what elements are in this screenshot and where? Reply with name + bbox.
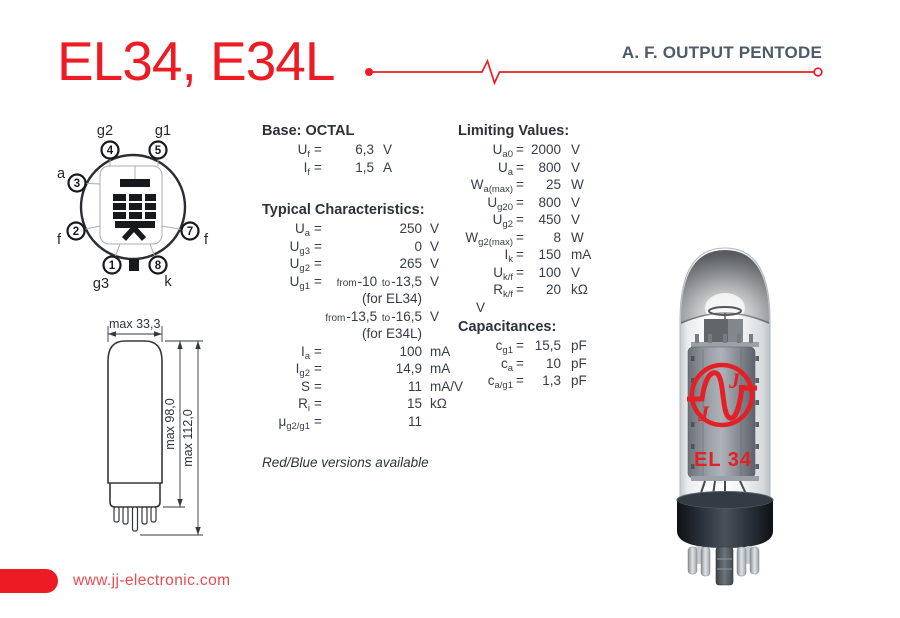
svg-text:4: 4 (107, 145, 114, 157)
svg-text:f: f (57, 232, 62, 248)
key-notch (129, 259, 139, 271)
spec-note-row: (for E34L) (361, 326, 422, 341)
octal-base (677, 500, 773, 548)
jj-logo: J J (687, 362, 757, 428)
plate-tabs (695, 334, 753, 343)
versions-note: Red/Blue versions available (262, 455, 429, 470)
base-rim (676, 491, 774, 509)
pulse-divider-line (365, 58, 823, 86)
logo-letter-j-bottom: J (697, 401, 710, 426)
line-end-ring (813, 67, 823, 77)
svg-text:k: k (164, 274, 172, 290)
getter-flash-dome (681, 250, 769, 324)
tube-type-subtitle: A. F. OUTPUT PENTODE (621, 43, 822, 62)
pulse-waveform-icon (369, 58, 814, 86)
pin-labels: g2 g1 a f f g3 k (57, 123, 209, 292)
svg-text:7: 7 (187, 226, 193, 238)
svg-text:g3: g3 (93, 276, 109, 292)
svg-text:5: 5 (155, 145, 162, 157)
page-title: EL34, E34L (57, 30, 335, 92)
base-heading: Base: OCTAL (262, 123, 355, 139)
typical-heading: Typical Characteristics: (262, 202, 425, 218)
svg-text:f: f (204, 232, 209, 248)
svg-text:g2: g2 (97, 123, 113, 139)
tube-internals-schematic (113, 179, 156, 271)
spec-stray-row: V (476, 299, 486, 315)
logo-letter-j-top: J (728, 368, 741, 393)
tube-print-label: EL 34 (694, 449, 752, 471)
dim-arrowheads (108, 331, 201, 535)
pinout-diagram: 4 5 3 2 7 1 8 g2 g1 a f f g3 k (57, 123, 209, 292)
svg-text:3: 3 (74, 178, 80, 190)
website-link[interactable]: www.jj-electronic.com (73, 572, 231, 589)
guide-key-pin (715, 546, 734, 586)
tube-photo: J J EL 34 (676, 247, 774, 586)
svg-text:2: 2 (73, 226, 79, 238)
svg-text:1: 1 (109, 260, 116, 272)
spec-note-row: (for EL34) (361, 291, 422, 306)
pins (687, 546, 760, 577)
svg-text:8: 8 (155, 260, 162, 272)
pin-circles (66, 140, 200, 275)
pin-numbers: 4 5 3 2 7 1 8 (73, 145, 193, 272)
dimension-drawing: max 33,3 max 98,0 max 112,0 (107, 317, 203, 536)
spec-row: μg2/g1=11 (278, 413, 422, 432)
svg-text:a: a (57, 166, 66, 182)
capacitances-heading: Capacitances: (458, 319, 557, 335)
dim-glass-height-label: max 98,0 (163, 398, 177, 449)
svg-text:g1: g1 (155, 123, 171, 139)
footer-red-ribbon (0, 569, 58, 593)
dim-width-label: max 33,3 (109, 317, 160, 331)
mica-spacer-bottom (691, 476, 759, 481)
mica-spacer-top (691, 342, 759, 347)
limiting-heading: Limiting Values: (458, 123, 570, 139)
dim-total-height-label: max 112,0 (181, 409, 195, 466)
